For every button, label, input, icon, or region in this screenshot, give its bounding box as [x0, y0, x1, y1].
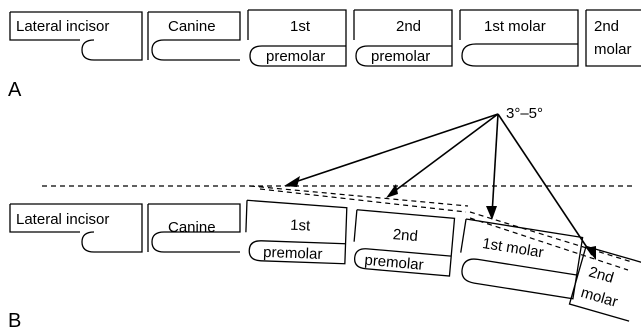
tooth-label: 1st molar [481, 235, 545, 261]
tooth-label-line2: premolar [266, 48, 325, 65]
panel-a-tooth-second-premolar: 2nd premolar [354, 10, 452, 66]
panel-b-tooth-canine: Canine [148, 204, 240, 252]
tooth-label-line1: 2nd [594, 18, 619, 35]
tooth-label: Canine [168, 219, 216, 236]
tooth-label-line2: premolar [371, 48, 430, 65]
panel-b-tooth-lateral-incisor: Lateral incisor [10, 204, 142, 252]
panel-a-tooth-first-molar: 1st molar [460, 10, 578, 66]
panel-a-tooth-canine: Canine [148, 12, 240, 60]
tooth-label-line2: molar [594, 41, 632, 58]
panel-b-tooth-first-molar: 1st molar [456, 219, 582, 299]
tooth-label-line2: premolar [364, 252, 424, 274]
panel-a-tooth-second-molar: 2nd molar [586, 10, 641, 66]
panel-b: 3°–5° Lateral incisor Canine 1st premola… [8, 105, 641, 332]
tooth-label-line1: 1st [290, 217, 311, 235]
tooth-label-line1: 1st [290, 18, 311, 35]
tooth-label-line1: 2nd [396, 18, 421, 35]
panel-a-tooth-lateral-incisor: Lateral incisor [10, 12, 142, 60]
panel-b-tooth-first-premolar: 1st premolar [245, 200, 347, 263]
tooth-label-line2: premolar [263, 244, 323, 263]
tooth-label: Canine [168, 18, 216, 35]
angle-arrows [284, 114, 596, 260]
panel-a-label: A [8, 79, 22, 101]
tooth-label: Lateral incisor [16, 18, 109, 35]
panel-a: Lateral incisor Canine 1st premolar 2nd … [8, 10, 641, 101]
tooth-label: 1st molar [484, 18, 546, 35]
panel-a-tooth-first-premolar: 1st premolar [248, 10, 346, 66]
panel-b-tooth-second-premolar: 2nd premolar [352, 210, 455, 276]
panel-b-label: B [8, 310, 21, 332]
tooth-label-line2: molar [579, 284, 620, 311]
tooth-label: Lateral incisor [16, 211, 109, 228]
panel-b-tooth-second-molar: 2nd molar [569, 246, 641, 321]
tooth-label-line1: 2nd [587, 264, 616, 287]
tooth-label-line1: 2nd [392, 226, 418, 245]
angle-label: 3°–5° [506, 105, 543, 122]
tilted-reference-line-2 [260, 189, 466, 212]
